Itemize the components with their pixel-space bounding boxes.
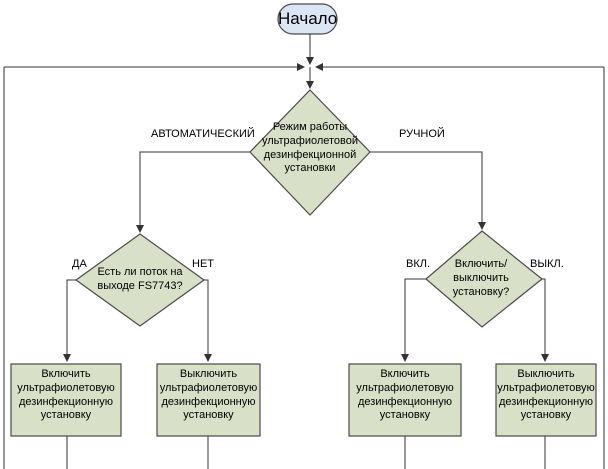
turn-on-1-text: Включить ультрафиолетовую дезинфекционну… [11, 368, 121, 423]
toggle-decision-line-3: установку? [452, 285, 510, 298]
auto-branch-label: АВТОМАТИЧЕСКИЙ [151, 128, 255, 140]
connector-toggle-on [401, 278, 426, 362]
turn-on-1-line-1: Включить [41, 368, 91, 380]
connector-manual-branch [370, 151, 486, 230]
turn-on-2-line-1: Включить [380, 368, 430, 380]
flow-decision-text: Есть ли поток на выходе FS7743? [88, 266, 192, 294]
turn-off-1-line-2: ультрафиолетовую [159, 381, 258, 394]
flow-no-label: НЕТ [192, 258, 214, 270]
connector-flow-yes [63, 279, 76, 362]
turn-off-1-line-1: Выключить [179, 368, 238, 380]
mode-decision-line-2: ультрафиолетовой [261, 134, 359, 147]
mode-decision-line-1: Режим работы [272, 121, 348, 133]
turn-off-2-line-2: ультрафиолетовую [497, 381, 595, 394]
turn-on-1-line-4: установку [40, 409, 92, 422]
turn-on-1-line-2: ультрафиолетовую [17, 381, 115, 394]
toggle-decision-line-2: выключить [453, 271, 509, 284]
turn-off-2-line-3: дезинфекционную [499, 395, 593, 408]
mode-decision-diamond [249, 89, 371, 216]
start-label: Начало [278, 9, 338, 28]
toggle-decision-line-1: Включить/ [454, 258, 508, 270]
turn-on-box-2 [348, 363, 462, 437]
turn-off-2-text: Выключить ультрафиолетовую дезинфекционн… [493, 368, 599, 423]
toggle-decision-diamond [425, 230, 543, 328]
turn-off-1-line-4: установку [183, 409, 234, 422]
turn-off-2-line-1: Выключить [517, 368, 575, 380]
toggle-on-label: ВКЛ. [406, 258, 431, 270]
start-terminator [277, 3, 338, 35]
flow-yes-label: ДА [72, 258, 87, 270]
manual-branch-label: РУЧНОЙ [399, 128, 445, 140]
toggle-off-label: ВЫКЛ. [530, 258, 564, 270]
mode-decision-line-3: дезинфекционной [263, 148, 357, 161]
turn-on-2-line-4: установку [379, 409, 431, 422]
turn-on-box-1 [10, 363, 122, 437]
flow-decision-diamond [74, 233, 206, 327]
toggle-decision-text: Включить/ выключить установку? [436, 258, 526, 299]
connector-auto-branch [136, 151, 250, 233]
turn-on-2-line-3: дезинфекционную [358, 395, 452, 408]
connector-flow-no [204, 279, 212, 362]
turn-on-2-text: Включить ультрафиолетовую дезинфекционну… [349, 368, 461, 423]
turn-on-2-line-2: ультрафиолетовую [356, 381, 454, 394]
turn-off-1-line-3: дезинфекционную [161, 395, 256, 408]
connector-toggle-off [541, 278, 549, 362]
mode-decision-text: Режим работы ультрафиолетовой дезинфекци… [258, 121, 362, 176]
flow-decision-line-2: выходе FS7743? [97, 279, 183, 292]
turn-off-1-text: Выключить ультрафиолетовую дезинфекционн… [154, 368, 263, 423]
mode-decision-line-4: установки [284, 162, 336, 175]
turn-on-1-line-3: дезинфекционную [19, 395, 113, 408]
turn-off-box-2 [495, 363, 597, 437]
flow-decision-line-1: Есть ли поток на [97, 266, 183, 278]
turn-off-2-line-4: установку [520, 409, 572, 422]
